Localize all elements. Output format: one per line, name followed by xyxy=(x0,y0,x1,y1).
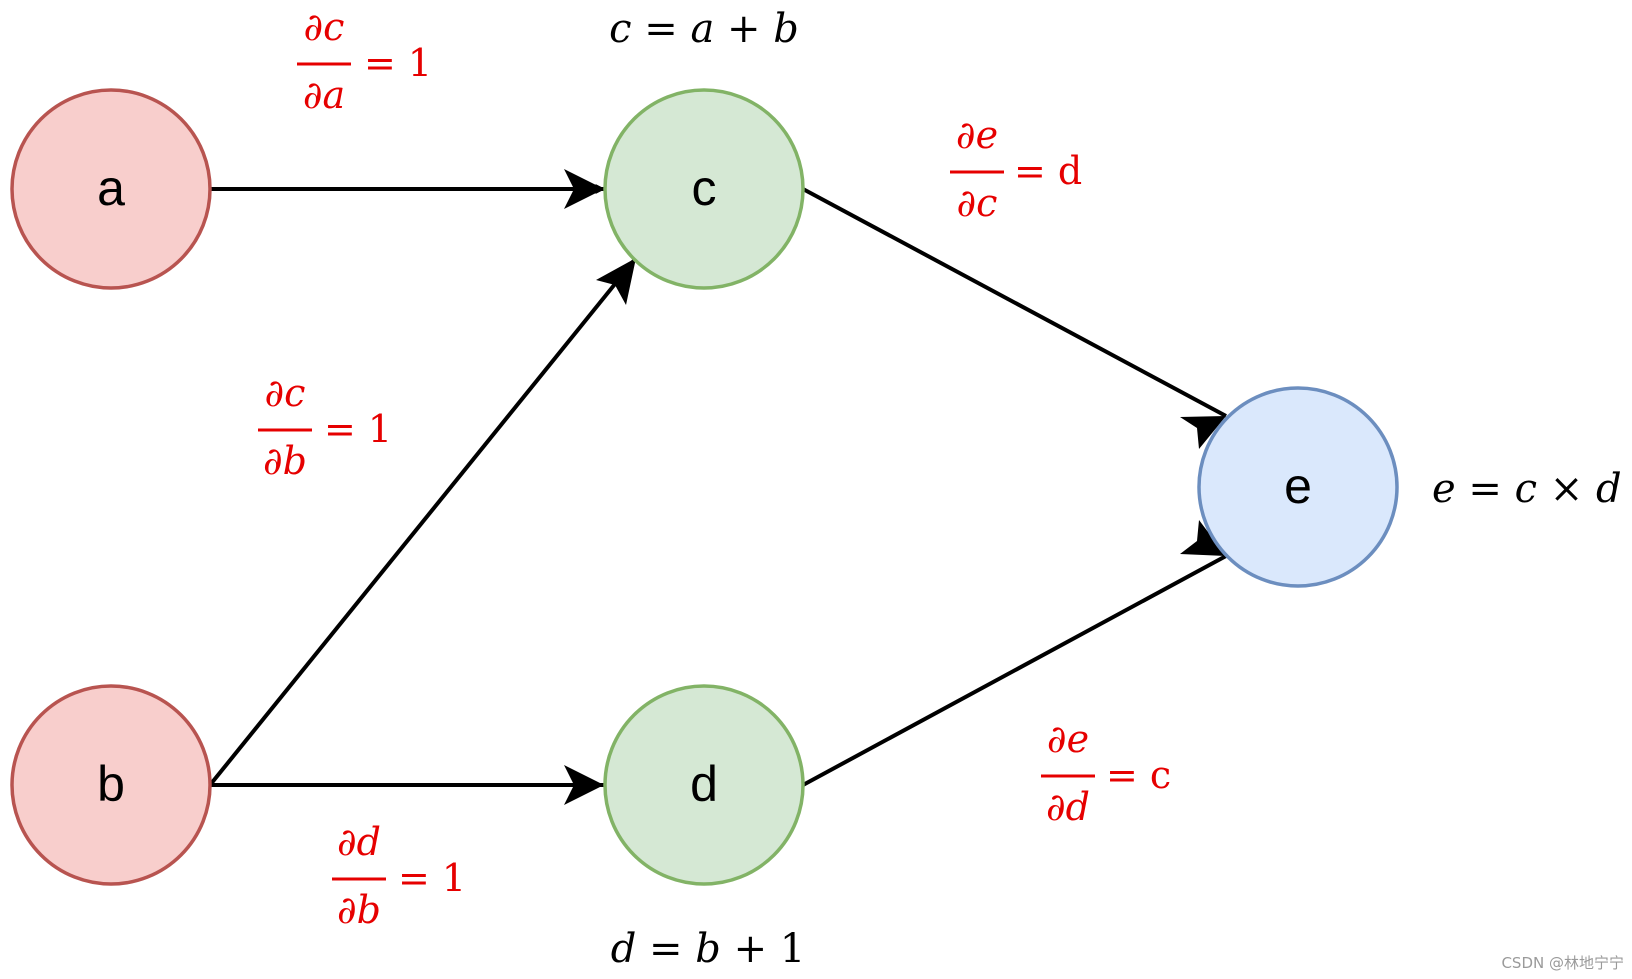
derivative-de-dd-numerator: ∂e xyxy=(1047,717,1089,761)
derivative-dd-db-numerator: ∂d xyxy=(337,820,381,864)
arrowhead-b-d xyxy=(564,765,604,805)
node-c-circle xyxy=(603,88,805,290)
derivative-de-dd-denominator: ∂d xyxy=(1046,785,1090,829)
formula-d-lhs: d xyxy=(611,926,637,972)
formula-c-rhs1: a xyxy=(690,6,714,52)
derivative-de-dc: ∂e ∂c = d xyxy=(950,113,1082,225)
formula-c-rhs2: b xyxy=(773,6,799,52)
derivative-dc-db-value: = 1 xyxy=(324,407,392,451)
derivative-de-dc-denominator: ∂c xyxy=(957,181,998,225)
formula-e-op: × xyxy=(1537,466,1596,512)
formula-c-eq: = xyxy=(632,6,691,52)
derivative-dc-db-denominator: ∂b xyxy=(263,439,307,483)
node-a-label: a xyxy=(97,160,125,216)
derivative-dd-db-denominator: ∂b xyxy=(337,888,381,932)
formula-d-op: + xyxy=(721,926,780,972)
arrowhead-c-e xyxy=(1180,416,1226,449)
formula-d-rhs2: 1 xyxy=(780,926,805,972)
formula-e-eq: = xyxy=(1456,466,1515,512)
formula-c-op: + xyxy=(714,6,773,52)
derivative-dc-da-denominator: ∂a xyxy=(303,73,345,117)
arrowheads xyxy=(564,169,1226,805)
node-e: e xyxy=(1197,386,1399,588)
node-a-circle xyxy=(10,88,212,290)
node-e-circle xyxy=(1197,386,1399,588)
derivative-dc-db: ∂c ∂b = 1 xyxy=(258,371,392,483)
derivative-dc-da-value: = 1 xyxy=(364,41,432,85)
derivative-dd-db-value: = 1 xyxy=(398,856,466,900)
formula-c-lhs: c xyxy=(609,6,631,52)
node-a: a xyxy=(10,88,212,290)
formula-c: c = a + b xyxy=(609,6,799,52)
formula-e-rhs2: d xyxy=(1596,466,1622,512)
node-d: d xyxy=(603,684,805,886)
formula-e-lhs: e xyxy=(1432,466,1456,512)
derivative-de-dd-value: = c xyxy=(1106,753,1171,797)
watermark-text: CSDN @林地宁宁 xyxy=(1501,954,1624,972)
edges xyxy=(208,184,1227,787)
node-b-label: b xyxy=(97,756,125,812)
formula-d-rhs1: b xyxy=(695,926,721,972)
derivative-dd-db: ∂d ∂b = 1 xyxy=(332,820,466,932)
node-e-label: e xyxy=(1284,458,1312,514)
derivative-de-dd: ∂e ∂d = c xyxy=(1041,717,1171,829)
node-c-label: c xyxy=(692,160,717,216)
formula-d-eq: = xyxy=(636,926,695,972)
derivative-de-dc-value: = d xyxy=(1014,149,1082,193)
formula-e: e = c × d xyxy=(1432,466,1622,512)
node-d-circle xyxy=(603,684,805,886)
node-c: c xyxy=(603,88,805,290)
node-b: b xyxy=(10,684,212,886)
arrowhead-b-c xyxy=(596,258,636,305)
edge-b-to-c xyxy=(208,256,638,787)
node-d-label: d xyxy=(690,756,718,812)
formula-d: d = b + 1 xyxy=(611,926,806,972)
formula-e-rhs1: c xyxy=(1515,466,1537,512)
arrowhead-a-c xyxy=(564,169,604,209)
derivative-dc-da: ∂c ∂a = 1 xyxy=(297,5,432,117)
derivative-dc-da-numerator: ∂c xyxy=(304,5,345,49)
derivative-de-dc-numerator: ∂e xyxy=(956,113,998,157)
edge-c-to-e xyxy=(802,187,1227,418)
node-b-circle xyxy=(10,684,212,886)
edge-d-to-e xyxy=(802,554,1227,787)
arrowhead-d-e xyxy=(1180,520,1226,556)
derivative-dc-db-numerator: ∂c xyxy=(265,371,306,415)
